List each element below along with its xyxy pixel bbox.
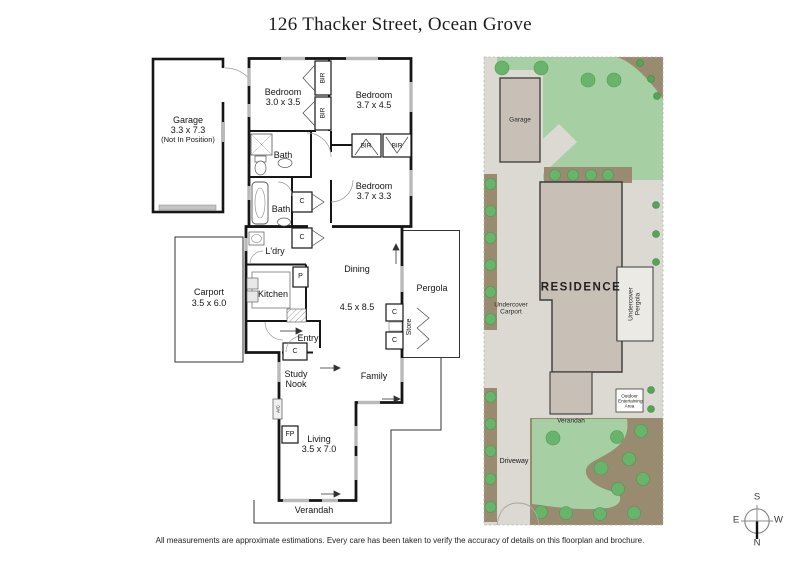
site-pergola-box: [616, 266, 654, 342]
door-arcs: [249, 132, 354, 353]
fern-bushes: [636, 59, 661, 413]
pergola-label: Pergola: [416, 282, 448, 293]
site-garage-label: Garage: [509, 116, 531, 124]
fixtures: [248, 133, 293, 420]
bir-label: BIR: [318, 72, 326, 84]
bath1-label: Bath: [273, 149, 293, 160]
bedroom3-label: Bedroom: [355, 180, 393, 191]
store-label: Store: [406, 318, 414, 336]
verandah-label: Verandah: [294, 504, 334, 515]
living-dims: 3.5 x 7.0: [301, 443, 337, 454]
kitchen-label: Kitchen: [257, 288, 289, 299]
garage-dims: 3.3 x 7.3: [170, 124, 206, 135]
site-undercover-pergola-label: Undercover Pergola: [627, 287, 642, 321]
cupboard-label: C: [299, 198, 305, 206]
bedroom1-dims: 3.0 x 3.5: [265, 96, 301, 107]
outdoor-area-label: Outdoor Entertaining Area: [618, 392, 643, 409]
laundry-label: L'dry: [265, 245, 285, 256]
dining-dims: 4.5 x 8.5: [339, 301, 375, 312]
garage-roller-door: [158, 204, 217, 211]
corner-garden-bed: [617, 57, 663, 99]
site-verandah: [549, 371, 593, 415]
entry-label: Entry: [297, 332, 319, 343]
outdoor-area-box: [615, 388, 644, 413]
verandah-outline: [253, 358, 442, 524]
cupboard-label: C: [299, 234, 305, 242]
carport-outline: [174, 236, 244, 363]
gate-arcs: [496, 502, 540, 526]
carport-dims: 3.5 x 6.0: [191, 297, 227, 308]
compass-east: E: [732, 514, 740, 526]
trees: [484, 60, 650, 521]
bir-label: BIR: [318, 107, 326, 119]
bath2-label: Bath: [271, 203, 291, 214]
family-label: Family: [360, 370, 388, 381]
dining-label: Dining: [344, 263, 370, 274]
site-plan: [483, 56, 664, 526]
bir-label: BIR: [360, 142, 372, 150]
compass-south: S: [753, 491, 761, 503]
windows: [244, 56, 413, 503]
compass-icon: [741, 505, 773, 539]
aircon-label: A/C: [274, 405, 280, 413]
carport-label: Carport: [193, 286, 225, 297]
cupboard-label: C: [391, 336, 398, 344]
garage-label: Garage: [172, 114, 204, 125]
bedroom2-label: Bedroom: [355, 89, 393, 100]
site-residence: [539, 181, 623, 373]
fireplace-label: FP: [285, 430, 295, 438]
bedroom3-dims: 3.7 x 3.3: [356, 190, 392, 201]
closet-zigzags: [302, 64, 430, 350]
lawn-front: [497, 57, 663, 180]
house-south-outline: [244, 225, 404, 502]
living-label: Living: [307, 433, 331, 444]
site-undercover-carport-label: Undercover Carport: [494, 301, 528, 316]
door-arrows: [280, 243, 401, 498]
bir-label: BIR: [391, 142, 403, 150]
floorplan-drawing: [151, 56, 460, 524]
garage-note: (Not In Position): [161, 134, 215, 144]
driveway-label: Driveway: [499, 458, 529, 466]
cupboard-label: C: [292, 347, 298, 355]
bedroom2-dims: 3.7 x 4.5: [356, 99, 392, 110]
compass-north: N: [753, 537, 761, 549]
study-nook-label: Study Nook: [284, 368, 308, 389]
pantry-label: P: [298, 273, 303, 281]
site-residence-label: RESIDENCE: [540, 281, 622, 294]
disclaimer-text: All measurements are approximate estimat…: [155, 536, 645, 545]
bedroom1-label: Bedroom: [264, 86, 302, 97]
site-garage: [499, 77, 541, 163]
cupboard-label: C: [391, 308, 398, 316]
site-verandah-label: Verandah: [557, 417, 585, 425]
pergola-outline: [402, 230, 460, 358]
compass-west: W: [774, 514, 783, 526]
page-title: 126 Thacker Street, Ocean Grove: [268, 14, 532, 35]
closets: [281, 60, 412, 444]
